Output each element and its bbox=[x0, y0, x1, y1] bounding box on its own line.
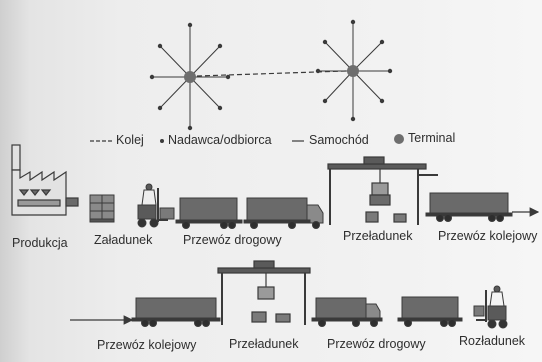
legend-shipper-label: Nadawca/odbiorca bbox=[168, 133, 272, 147]
chain2-rail-label: Przewóz kolejowy bbox=[97, 338, 197, 352]
legend-truck-label: Samochód bbox=[309, 133, 369, 147]
pallet-stack-icon bbox=[89, 194, 115, 223]
forklift-icon bbox=[137, 183, 175, 228]
chain2-unloading-label: Rozładunek bbox=[459, 334, 526, 348]
rail-link-line bbox=[196, 70, 347, 77]
forklift-icon-2 bbox=[473, 285, 508, 329]
factory-icon bbox=[11, 144, 79, 216]
legend-terminal-label: Terminal bbox=[408, 131, 456, 145]
rail-wagon-icon-1 bbox=[425, 192, 513, 222]
rail-wagon-icon-2 bbox=[131, 297, 221, 327]
chain1-production-label: Produkcja bbox=[12, 236, 68, 250]
truck-icon-1 bbox=[175, 197, 243, 229]
chain1-rail-label: Przewóz kolejowy bbox=[438, 229, 538, 243]
network-right-shippers bbox=[315, 19, 393, 122]
legend-rail-label: Kolej bbox=[116, 133, 144, 147]
crane-terminal-icon-1 bbox=[327, 156, 438, 225]
network-right-hub bbox=[318, 22, 390, 119]
chain1-loading-label: Załadunek bbox=[94, 233, 153, 247]
network-left-hub bbox=[152, 25, 228, 128]
legend-terminal-symbol bbox=[394, 134, 404, 144]
legend-shipper-symbol bbox=[160, 139, 164, 143]
chain1-transshipment-label: Przeładunek bbox=[343, 229, 413, 243]
chain2-transshipment-label: Przeładunek bbox=[229, 337, 299, 351]
terminal-node-right bbox=[347, 65, 359, 77]
truck-icon-4 bbox=[397, 296, 463, 327]
chain1-road-label: Przewóz drogowy bbox=[183, 233, 282, 247]
truck-icon-2 bbox=[243, 197, 324, 229]
network-left-shippers bbox=[149, 22, 231, 131]
terminal-node-left bbox=[184, 71, 196, 83]
crane-terminal-icon-2 bbox=[217, 260, 311, 325]
truck-icon-3 bbox=[311, 297, 383, 327]
chain2-road-label: Przewóz drogowy bbox=[327, 337, 426, 351]
